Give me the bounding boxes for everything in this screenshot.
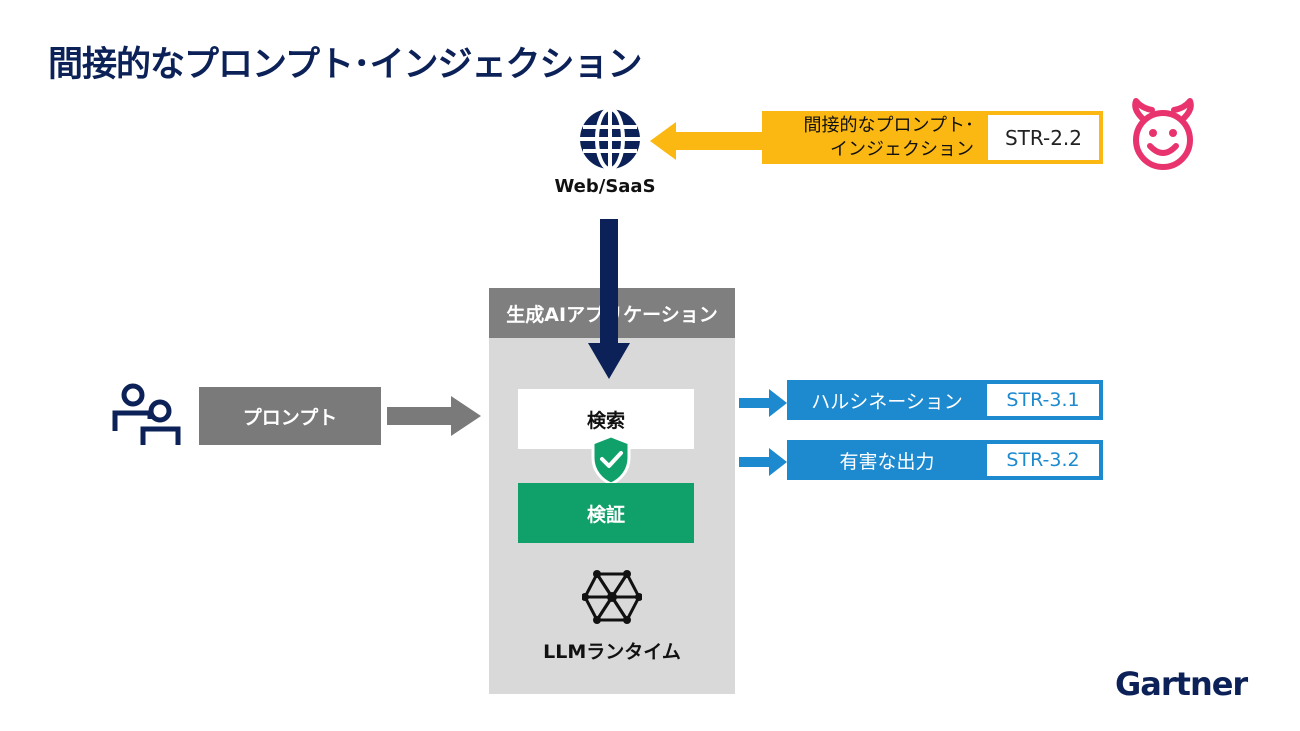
- output-arrow-harmful: [739, 448, 787, 476]
- hallucination-code: STR-3.1: [987, 384, 1099, 416]
- page-title: 間接的なプロンプト･インジェクション: [48, 45, 642, 85]
- web-to-search-arrow: [588, 219, 630, 379]
- indirect-injection-line1: 間接的なプロンプト･: [803, 114, 974, 136]
- prompt-box: プロンプト: [199, 387, 381, 445]
- attack-code: STR-2.2: [988, 115, 1099, 160]
- harmful-output-label: 有害な出力: [839, 450, 935, 473]
- globe-icon: [580, 107, 640, 171]
- hallucination-label: ハルシネーション: [811, 390, 963, 413]
- gartner-logo: Gartner: [1115, 665, 1248, 703]
- attack-arrow: [650, 122, 762, 160]
- llm-runtime-label: LLMランタイム: [543, 641, 681, 663]
- indirect-injection-label: 間接的なプロンプト･ インジェクション: [762, 111, 982, 164]
- prompt-to-app-arrow: [387, 396, 481, 436]
- output-arrow-hallucination: [739, 389, 787, 417]
- verify-box: 検証: [518, 483, 694, 543]
- users-icon: [112, 383, 181, 445]
- indirect-injection-line2: インジェクション: [830, 138, 974, 160]
- web-saas-label: Web/SaaS: [554, 176, 656, 197]
- shield-check-icon: [591, 434, 631, 486]
- harmful-output-code: STR-3.2: [987, 444, 1099, 476]
- neural-network-icon: [582, 570, 642, 624]
- devil-face-icon: [1132, 98, 1194, 170]
